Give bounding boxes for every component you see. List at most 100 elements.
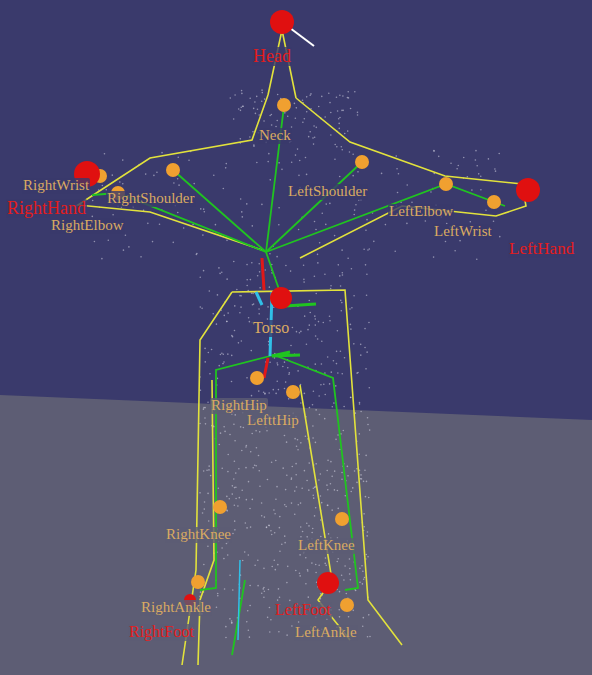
cloud-point — [330, 483, 332, 485]
cloud-point — [239, 497, 241, 499]
cloud-point — [353, 214, 355, 216]
cloud-point — [235, 498, 237, 500]
cloud-point — [219, 444, 221, 446]
cloud-point — [445, 241, 447, 243]
cloud-point — [326, 470, 328, 472]
cloud-point — [199, 277, 201, 279]
cloud-point — [294, 513, 296, 515]
cloud-point — [365, 554, 367, 556]
joint-label: RightAnkle — [140, 600, 212, 616]
cloud-point — [307, 596, 309, 598]
cloud-point — [287, 367, 289, 369]
cloud-point — [250, 279, 252, 281]
cloud-point — [324, 372, 326, 374]
cloud-point — [268, 589, 270, 591]
cloud-point — [245, 522, 247, 524]
cloud-point — [350, 328, 352, 330]
cloud-point — [207, 493, 209, 495]
cloud-point — [331, 406, 333, 408]
cloud-point — [259, 271, 261, 273]
cloud-point — [255, 113, 257, 115]
cloud-point — [278, 631, 280, 633]
cloud-point — [277, 564, 279, 566]
cloud-point — [240, 138, 242, 140]
cloud-point — [296, 331, 298, 333]
cloud-point — [207, 401, 209, 403]
cloud-point — [221, 271, 223, 273]
cloud-point — [308, 525, 310, 527]
cloud-point — [321, 96, 323, 98]
cloud-point — [317, 254, 319, 256]
cloud-point — [312, 494, 314, 496]
cloud-point — [226, 543, 228, 545]
cloud-point — [122, 159, 124, 161]
cloud-point — [270, 530, 272, 532]
cloud-point — [266, 526, 268, 528]
cloud-point — [271, 566, 273, 568]
cloud-point — [343, 406, 345, 408]
cloud-point — [329, 102, 331, 104]
cloud-point — [274, 513, 276, 515]
cloud-point — [276, 381, 278, 383]
cloud-point — [340, 300, 342, 302]
point-cloud — [91, 89, 500, 638]
cloud-point — [361, 478, 363, 480]
cloud-point — [358, 453, 360, 455]
cloud-point — [320, 495, 322, 497]
cloud-point — [200, 591, 202, 593]
cloud-point — [305, 557, 307, 559]
cloud-point — [262, 588, 264, 590]
cloud-point — [341, 373, 343, 375]
cloud-point — [329, 203, 331, 205]
cloud-point — [122, 183, 124, 185]
cloud-point — [360, 474, 362, 476]
cloud-point — [276, 256, 278, 258]
cloud-point — [284, 388, 286, 390]
cloud-point — [269, 179, 271, 181]
cloud-point — [222, 353, 224, 355]
cloud-point — [355, 204, 357, 206]
cloud-point — [112, 174, 114, 176]
cloud-point — [347, 258, 349, 260]
cloud-point — [337, 372, 339, 374]
cloud-point — [251, 262, 253, 264]
cloud-point — [231, 622, 233, 624]
cloud-point — [494, 168, 496, 170]
cloud-point — [341, 146, 343, 148]
cloud-point — [334, 470, 336, 472]
cloud-point — [232, 533, 234, 535]
cloud-point — [307, 329, 309, 331]
cloud-point — [302, 121, 304, 123]
cloud-point — [362, 570, 364, 572]
cloud-point — [218, 267, 220, 269]
cloud-point — [298, 229, 300, 231]
joint-label: LeftAnkle — [294, 625, 358, 641]
cloud-point — [338, 123, 340, 125]
cloud-point — [269, 115, 271, 117]
cloud-point — [240, 306, 242, 308]
cloud-point — [306, 96, 308, 98]
cloud-point — [308, 136, 310, 138]
cloud-point — [226, 240, 228, 242]
cloud-point — [288, 398, 290, 400]
cloud-point — [324, 116, 326, 118]
cloud-point — [320, 473, 322, 475]
cloud-point — [269, 286, 271, 288]
cloud-point — [224, 588, 226, 590]
cloud-point — [304, 470, 306, 472]
cloud-point — [329, 383, 331, 385]
cloud-point — [112, 214, 114, 216]
cloud-point — [485, 209, 487, 211]
cloud-point — [366, 219, 368, 221]
joint-label: LeftShoulder — [287, 184, 368, 200]
cloud-point — [218, 488, 220, 490]
cloud-point — [323, 384, 325, 386]
cloud-point — [349, 568, 351, 570]
cloud-point — [249, 136, 251, 138]
cloud-point — [357, 171, 359, 173]
cloud-point — [318, 564, 320, 566]
cloud-point — [349, 573, 351, 575]
cloud-point — [365, 368, 367, 370]
cloud-point — [306, 111, 308, 113]
